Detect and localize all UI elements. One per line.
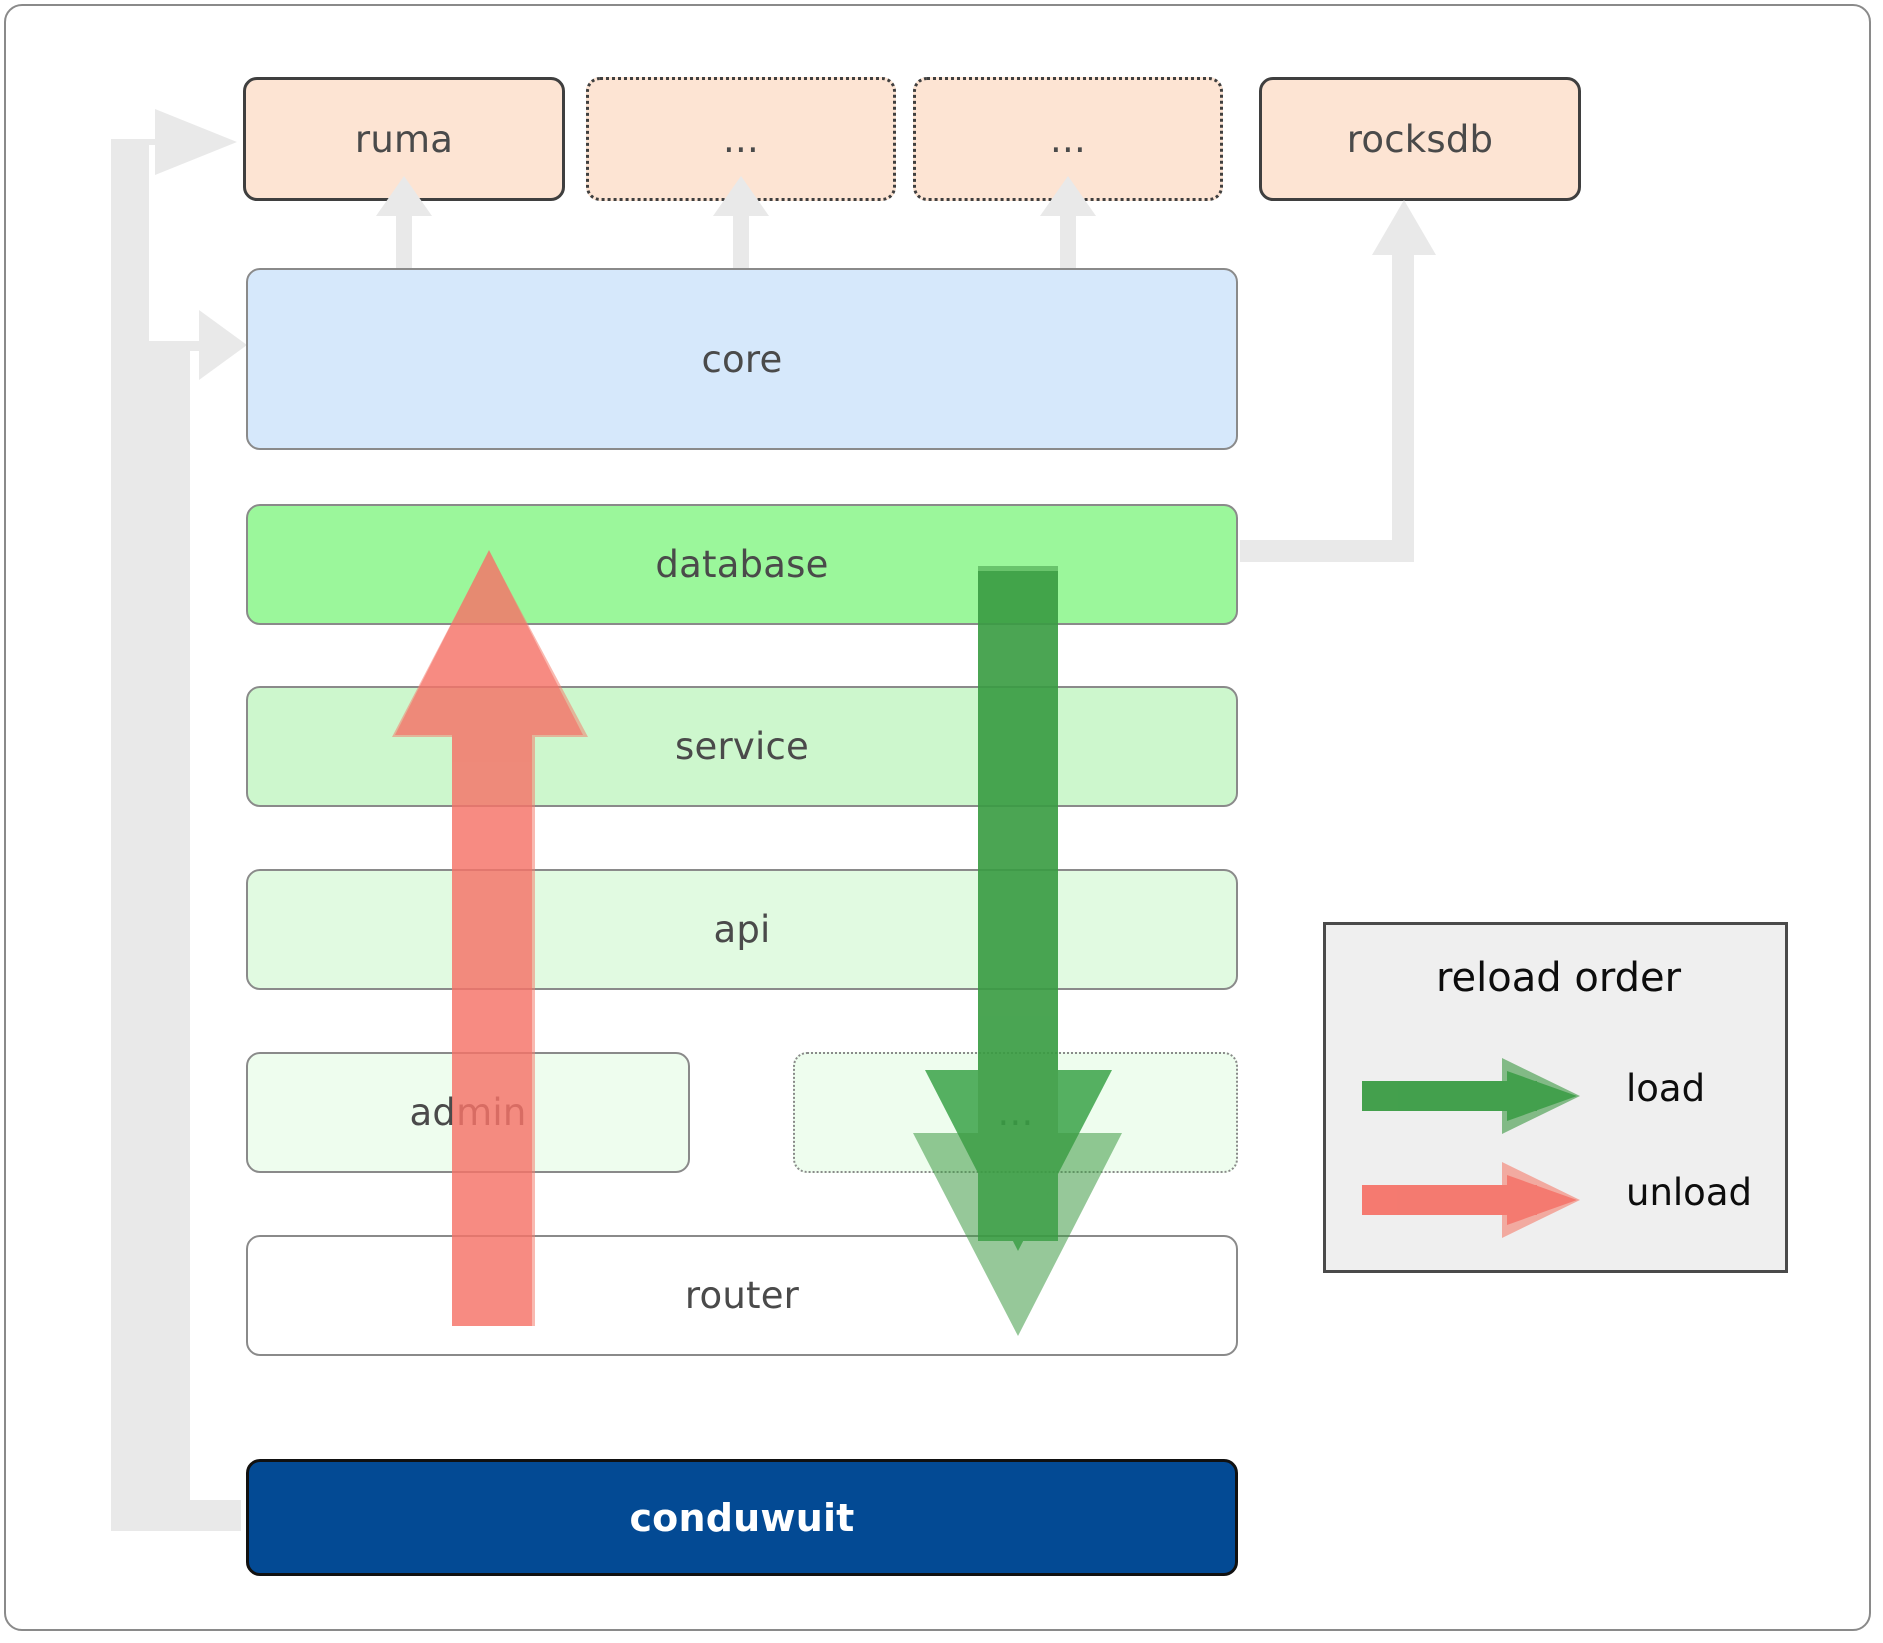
node-router[interactable]: router <box>246 1235 1238 1356</box>
node-ruma-label: ruma <box>354 117 454 161</box>
node-service-label: service <box>675 725 809 768</box>
legend-load-label: load <box>1626 1067 1706 1110</box>
node-ruma[interactable]: ruma <box>243 77 565 201</box>
node-conduwuit[interactable]: conduwuit <box>246 1459 1238 1576</box>
node-admin-label: admin <box>409 1091 527 1134</box>
node-layer-ellipsis-label: ... <box>997 1091 1034 1134</box>
node-api[interactable]: api <box>246 869 1238 990</box>
node-rocksdb-label: rocksdb <box>1346 117 1494 161</box>
node-conduwuit-label: conduwuit <box>629 1495 855 1540</box>
node-database-label: database <box>655 543 829 586</box>
node-ellipsis-1-label: ... <box>723 117 759 161</box>
node-ellipsis-2[interactable]: ... <box>913 77 1223 201</box>
legend-row-load: load <box>1326 1051 1791 1141</box>
node-database[interactable]: database <box>246 504 1238 625</box>
node-admin[interactable]: admin <box>246 1052 690 1173</box>
node-api-label: api <box>713 908 771 951</box>
legend-unload-label: unload <box>1626 1171 1752 1214</box>
node-service[interactable]: service <box>246 686 1238 807</box>
diagram-frame <box>4 4 1871 1631</box>
unload-arrow-icon <box>1362 1162 1580 1238</box>
legend-panel: reload order load <box>1323 922 1788 1273</box>
node-ellipsis-1[interactable]: ... <box>586 77 896 201</box>
node-core[interactable]: core <box>246 268 1238 450</box>
load-arrow-icon <box>1362 1058 1580 1134</box>
node-layer-ellipsis[interactable]: ... <box>793 1052 1238 1173</box>
legend-title: reload order <box>1435 955 1682 1001</box>
node-rocksdb[interactable]: rocksdb <box>1259 77 1581 201</box>
legend-row-unload: unload <box>1326 1155 1791 1245</box>
node-ellipsis-2-label: ... <box>1050 117 1086 161</box>
node-router-label: router <box>684 1274 800 1317</box>
node-core-label: core <box>701 337 783 381</box>
